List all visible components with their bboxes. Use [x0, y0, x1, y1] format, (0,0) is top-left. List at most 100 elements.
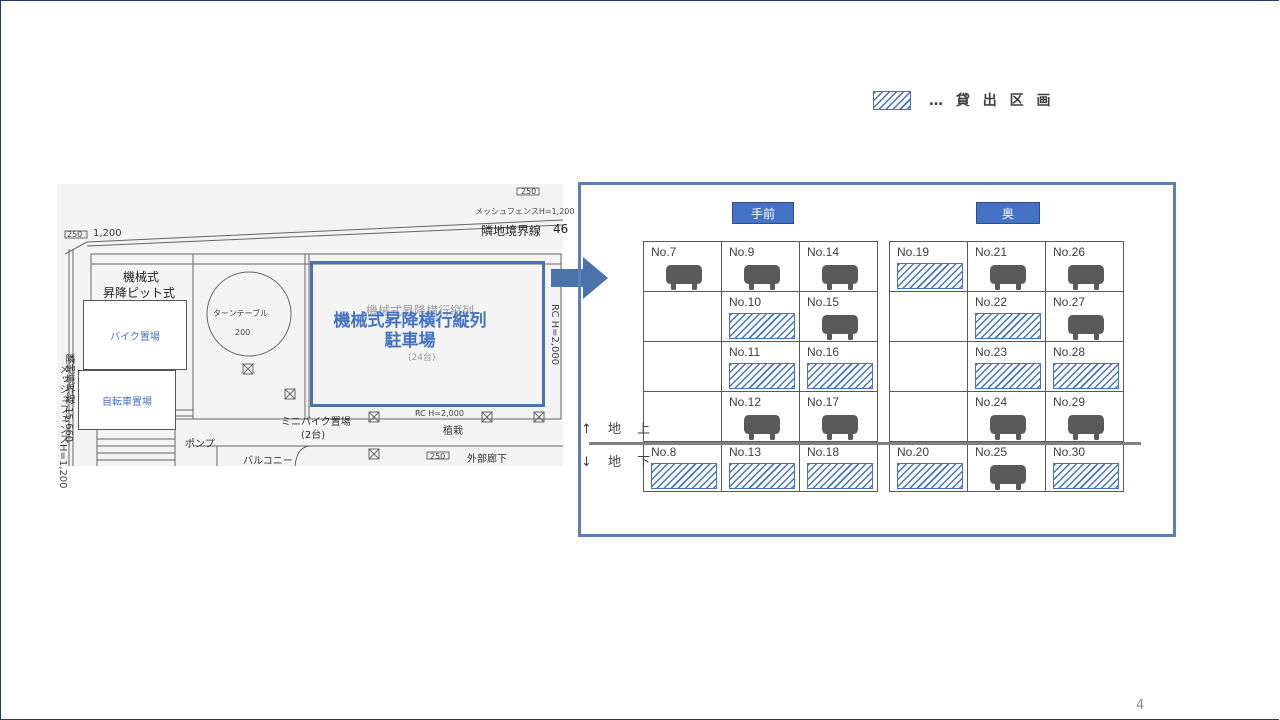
- slot-number: No.22: [975, 295, 1008, 309]
- grid-row: No.19 No.21 No.26: [889, 241, 1124, 292]
- grid-row: No.8 No.13 No.18: [643, 441, 878, 492]
- legend-text: … 貸 出 区 画: [929, 93, 1055, 109]
- parking-slot-empty: [643, 291, 722, 342]
- slot-number: No.21: [975, 245, 1008, 259]
- dim-label: 250: [430, 452, 446, 461]
- parking-slot-no14: No.14: [799, 241, 878, 292]
- rc-label: RC H=2,000: [549, 304, 560, 366]
- boundary-label-vertical: 隣地境界線 15,660: [63, 354, 74, 443]
- slot-number: No.18: [807, 445, 840, 459]
- rental-hatch: [975, 313, 1041, 339]
- boundary-label: 隣地境界線: [481, 224, 542, 238]
- slot-number: No.8: [651, 445, 677, 459]
- rental-hatch: [807, 363, 873, 389]
- slot-number: No.12: [729, 395, 762, 409]
- slot-number: No.20: [897, 445, 930, 459]
- fence-label-vertical: メッシュフェンスH=1,200: [57, 364, 68, 489]
- floor-plan-lines: [64, 187, 564, 467]
- rental-hatch: [1053, 463, 1119, 489]
- dim-label: 200: [235, 328, 251, 337]
- ground-level-line: [589, 442, 1141, 445]
- bike-count-label: (2台): [301, 430, 326, 441]
- car-icon: [666, 265, 702, 290]
- parking-slot-empty: [643, 341, 722, 392]
- rc-label: RC H=2,000: [415, 409, 464, 418]
- parking-area-highlight: [310, 261, 545, 407]
- parking-slot-no18: No.18: [799, 441, 878, 492]
- car-icon: [822, 265, 858, 290]
- slot-number: No.29: [1053, 395, 1086, 409]
- dim-label: 1,200: [93, 228, 122, 239]
- slot-number: No.7: [651, 245, 677, 259]
- parking-slot-no21: No.21: [967, 241, 1046, 292]
- pump-label: ポンプ: [185, 439, 215, 450]
- parking-slot-no26: No.26: [1045, 241, 1124, 292]
- parking-slot-no30: No.30: [1045, 441, 1124, 492]
- slot-number: No.16: [807, 345, 840, 359]
- parking-title-line2: 駐車場: [384, 331, 436, 351]
- pit-label: 昇降ピット式: [103, 286, 176, 300]
- car-icon: [744, 415, 780, 440]
- parking-slot-no28: No.28: [1045, 341, 1124, 392]
- car-icon: [1068, 315, 1104, 340]
- car-icon: [744, 265, 780, 290]
- level-label-below: ↓ 地 下: [581, 455, 657, 470]
- section-label-front: 手前: [732, 202, 794, 224]
- parking-slot-no25: No.25: [967, 441, 1046, 492]
- slot-number: No.25: [975, 445, 1008, 459]
- parking-slot-no8: No.8: [643, 441, 722, 492]
- parking-original-label: 機械式昇降横行縦列: [366, 304, 475, 318]
- rental-hatch: [975, 363, 1041, 389]
- bike-parking-box: バイク置場: [83, 300, 187, 370]
- rental-hatch: [1053, 363, 1119, 389]
- parking-slot-no7: No.7: [643, 241, 722, 292]
- parking-original-count: (24台): [408, 353, 436, 363]
- car-icon: [822, 315, 858, 340]
- legend-hatch-swatch: [873, 90, 911, 110]
- parking-slot-no29: No.29: [1045, 391, 1124, 442]
- rental-hatch: [897, 463, 963, 489]
- parking-slot-no20: No.20: [889, 441, 968, 492]
- parking-diagram-panel: [578, 182, 1176, 537]
- parking-slot-no9: No.9: [721, 241, 800, 292]
- parking-slot-no15: No.15: [799, 291, 878, 342]
- slot-number: No.9: [729, 245, 755, 259]
- rental-hatch: [651, 463, 717, 489]
- parking-slot-empty: [889, 341, 968, 392]
- slot-number: No.17: [807, 395, 840, 409]
- pit-label: 機械式: [123, 270, 160, 284]
- bicycle-parking-box: 自転車置場: [78, 370, 176, 430]
- rental-hatch: [897, 263, 963, 289]
- rental-hatch: [807, 463, 873, 489]
- car-icon: [990, 265, 1026, 290]
- parking-slot-empty: [889, 391, 968, 442]
- slot-number: No.24: [975, 395, 1008, 409]
- slot-number: No.11: [729, 345, 761, 359]
- section-label-back: 奥: [976, 202, 1040, 224]
- parking-slot-no11: No.11: [721, 341, 800, 392]
- slot-number: No.28: [1053, 345, 1086, 359]
- corridor-label: 外部廊下: [467, 454, 507, 465]
- car-icon: [1068, 415, 1104, 440]
- slot-number: No.19: [897, 245, 930, 259]
- grid-row: No.24 No.29: [889, 391, 1124, 442]
- car-icon: [990, 415, 1026, 440]
- grid-row: No.20 No.25 No.30: [889, 441, 1124, 492]
- slot-number: No.30: [1053, 445, 1086, 459]
- parking-slot-no13: No.13: [721, 441, 800, 492]
- slot-number: No.14: [807, 245, 840, 259]
- parking-slot-no17: No.17: [799, 391, 878, 442]
- parking-slot-no16: No.16: [799, 341, 878, 392]
- rental-hatch: [729, 463, 795, 489]
- car-icon: [1068, 265, 1104, 290]
- grid-row: No.12 No.17: [643, 391, 878, 442]
- page-number: 4: [1136, 698, 1145, 713]
- balcony-label: バルコニー: [243, 456, 293, 467]
- rental-hatch: [729, 313, 795, 339]
- turntable-label: ターンテーブル: [213, 309, 269, 318]
- level-label-above: ↑ 地 上: [581, 422, 657, 437]
